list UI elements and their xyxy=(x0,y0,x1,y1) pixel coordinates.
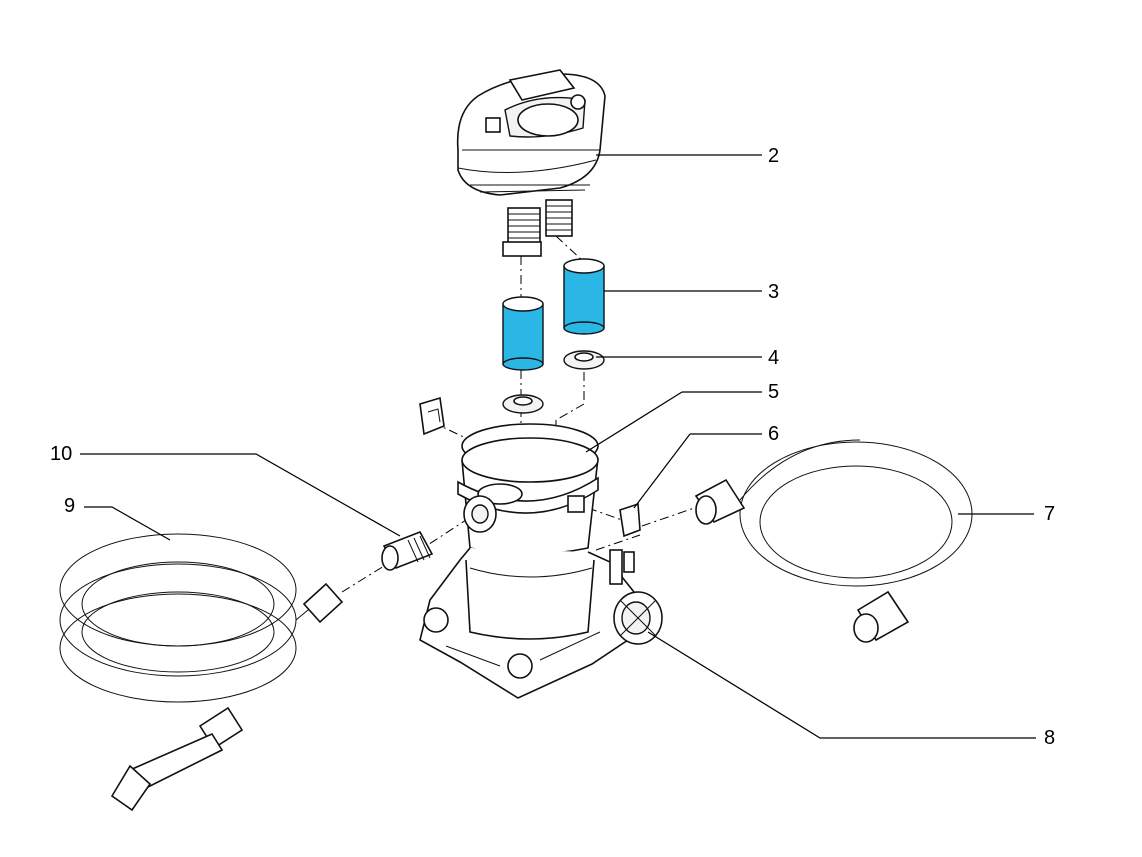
leader-6-a xyxy=(633,433,691,509)
drain-knob-part-8 xyxy=(613,591,663,645)
callout-6: 6 xyxy=(768,423,780,445)
leader-5-a xyxy=(585,391,683,453)
callout-3: 3 xyxy=(768,281,780,303)
callout-10: 10 xyxy=(50,443,73,465)
leader-8 xyxy=(647,631,1036,739)
filter-cartridges-part-3 xyxy=(502,258,605,371)
callout-7: 7 xyxy=(1044,503,1056,525)
discharge-hose-part-7 xyxy=(694,439,973,643)
callout-8: 8 xyxy=(1044,727,1056,749)
leader-9 xyxy=(84,506,171,541)
clips-part-6 xyxy=(419,396,641,538)
motor-head-part-2 xyxy=(456,69,606,257)
container-part-5 xyxy=(457,423,599,555)
callout-4: 4 xyxy=(768,347,780,369)
seal-rings-part-4 xyxy=(502,350,605,414)
callout-5: 5 xyxy=(768,381,780,403)
container-base xyxy=(419,547,641,699)
callout-2: 2 xyxy=(768,145,780,167)
leader-10 xyxy=(80,453,401,537)
suction-hose-part-9 xyxy=(59,533,344,812)
callout-9: 9 xyxy=(64,495,76,517)
hose-connector-part-10 xyxy=(381,530,434,571)
